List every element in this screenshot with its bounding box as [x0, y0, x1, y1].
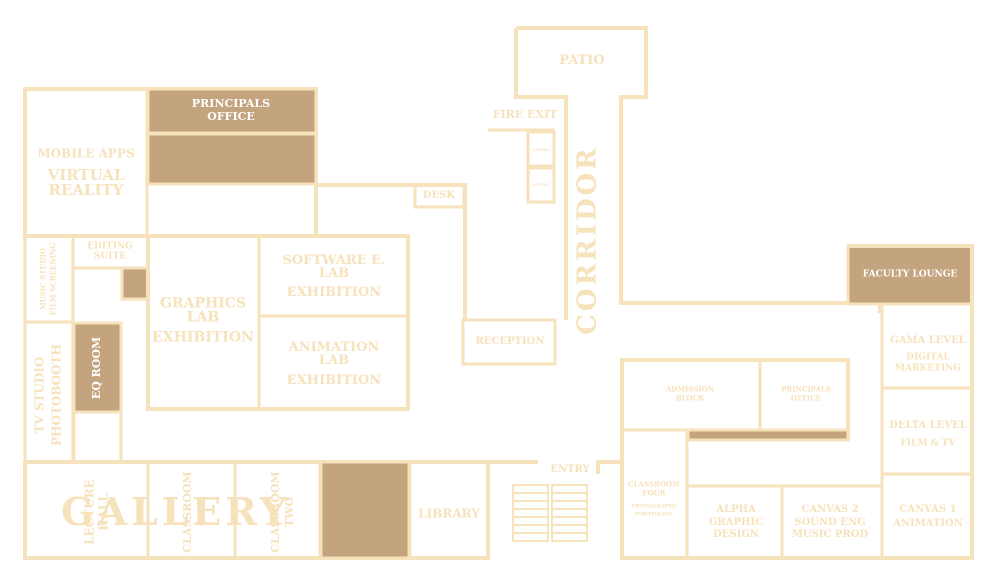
- reception-room: [461, 318, 557, 366]
- admission-block-label-1: ADMISSION: [665, 384, 715, 394]
- mobile-apps-label: MOBILE APPS: [37, 146, 135, 161]
- small-room-upper: [526, 130, 556, 168]
- graphics-lab-label-3: EXHIBITION: [152, 329, 254, 346]
- storage-room: [146, 132, 318, 186]
- small-room-label-1: LADIES: [532, 146, 550, 152]
- eq-room: [72, 321, 123, 414]
- canvas1-label-2: ANIMATION: [893, 517, 963, 529]
- entry-walls: [490, 460, 622, 474]
- patio-corridor-wall-right: [516, 26, 882, 313]
- principals-office-2-label-2: OFFICE: [790, 393, 822, 403]
- music-studio-label-1: MUSIC STUDIO: [38, 247, 48, 311]
- solid-strip: [686, 428, 850, 442]
- principals-office-2-label-1: PRINCIPALS: [781, 384, 831, 394]
- entry-label: ENTRY: [550, 463, 590, 475]
- tv-studio-label-1: TV STUDIO: [32, 356, 47, 434]
- music-studio-label-2: FILM SCREENING: [48, 242, 58, 316]
- virtual-reality-label-1: VIRTUAL: [47, 166, 125, 185]
- tv-studio-label-2: PHOTOBOOTH: [49, 344, 64, 446]
- animation-lab-label-1: ANIMATION: [288, 340, 380, 356]
- eq-room-lower: [72, 410, 123, 464]
- canvas1-label-1: CANVAS 1: [899, 503, 957, 515]
- reception-label: RECEPTION: [475, 335, 545, 347]
- classroom-two-label-2: TWO: [283, 496, 297, 528]
- admission-block-label-2: BLOCK: [675, 393, 705, 403]
- alpha-label-1: ALPHA: [716, 503, 756, 515]
- virtual-reality-label-2: REALITY: [48, 181, 124, 200]
- animation-lab-label-2: LAB: [318, 353, 350, 369]
- canvas2-label-3: MUSIC PROD: [791, 528, 869, 540]
- animation-lab-label-3: EXHIBITION: [286, 373, 382, 389]
- right-block-outline: [620, 244, 974, 560]
- right-column-dividers: [880, 304, 972, 558]
- faculty-lounge-room: [846, 244, 974, 306]
- lecture-hall-label-1: LECTURE: [82, 479, 97, 545]
- desk-box: [413, 183, 466, 209]
- library-label: LIBRARY: [418, 506, 480, 521]
- principals-office-room: [146, 87, 318, 135]
- alpha-label-2: GRAPHIC: [708, 516, 764, 528]
- classroom-four-label-3: PHOTOGRAPHY: [631, 503, 677, 510]
- delta-level-label-2: FILM & TV: [900, 438, 956, 449]
- classroom-four-label-2: FOUR: [642, 488, 666, 498]
- corridor-label: CORRIDOR: [572, 145, 603, 335]
- small-solid-room: [120, 266, 150, 301]
- fire-exit-label: FIRE EXIT: [492, 108, 558, 122]
- classroom-two-label-1: CLASSROOM: [269, 471, 283, 553]
- gama-level-label-3: MARKETING: [895, 363, 961, 374]
- gallery-label: GALLERY: [61, 489, 291, 535]
- editing-suite-label-2: SUITE: [93, 251, 127, 262]
- small-room-lower: [526, 166, 556, 204]
- software-lab-label-2: LAB: [318, 266, 350, 282]
- patio-label: PATIO: [559, 53, 605, 69]
- labs-block: [146, 234, 410, 411]
- eq-room-label: EQ ROOM: [90, 336, 104, 400]
- labs-dividers: [257, 236, 408, 409]
- solid-gallery-room: [319, 460, 411, 560]
- lecture-hall-label-2: HALL: [96, 493, 111, 531]
- classroom-four-label-1: CLASSROOM: [628, 479, 680, 489]
- small-room-label-2: GENTS: [533, 181, 549, 187]
- delta-level-label-1: DELTA LEVEL: [889, 419, 967, 431]
- stairs: [512, 484, 588, 542]
- classroom-one-label-2: ONE: [195, 497, 209, 527]
- gallery-dividers: [146, 462, 412, 558]
- patio-corridor-wall-left: [514, 28, 568, 320]
- canvas2-label-2: SOUND ENG: [794, 516, 866, 528]
- faculty-lounge-label: FACULTY LOUNGE: [862, 269, 958, 280]
- principals-office-label-2: OFFICE: [207, 110, 255, 124]
- gallery-block: [23, 460, 490, 560]
- canvas2-label-1: CANVAS 2: [801, 503, 859, 515]
- principals-office-label-1: PRINCIPALS: [191, 97, 271, 111]
- classroom-one-label-1: CLASSROOM: [181, 471, 195, 553]
- software-lab-label-1: SOFTWARE E.: [282, 253, 386, 269]
- gama-level-label-1: GAMA LEVEL: [890, 334, 966, 346]
- alpha-label-3: DESIGN: [713, 528, 759, 540]
- graphics-lab-label-2: LAB: [186, 309, 220, 326]
- software-lab-label-3: EXHIBITION: [286, 285, 382, 301]
- classroom-four-label-4: PORTFOLIOS: [635, 511, 673, 518]
- editing-suite-label-1: EDITING: [87, 241, 133, 252]
- desk-label: DESK: [422, 189, 456, 201]
- gama-level-label-2: DIGITAL: [906, 352, 950, 363]
- graphics-lab-label-1: GRAPHICS: [159, 295, 247, 312]
